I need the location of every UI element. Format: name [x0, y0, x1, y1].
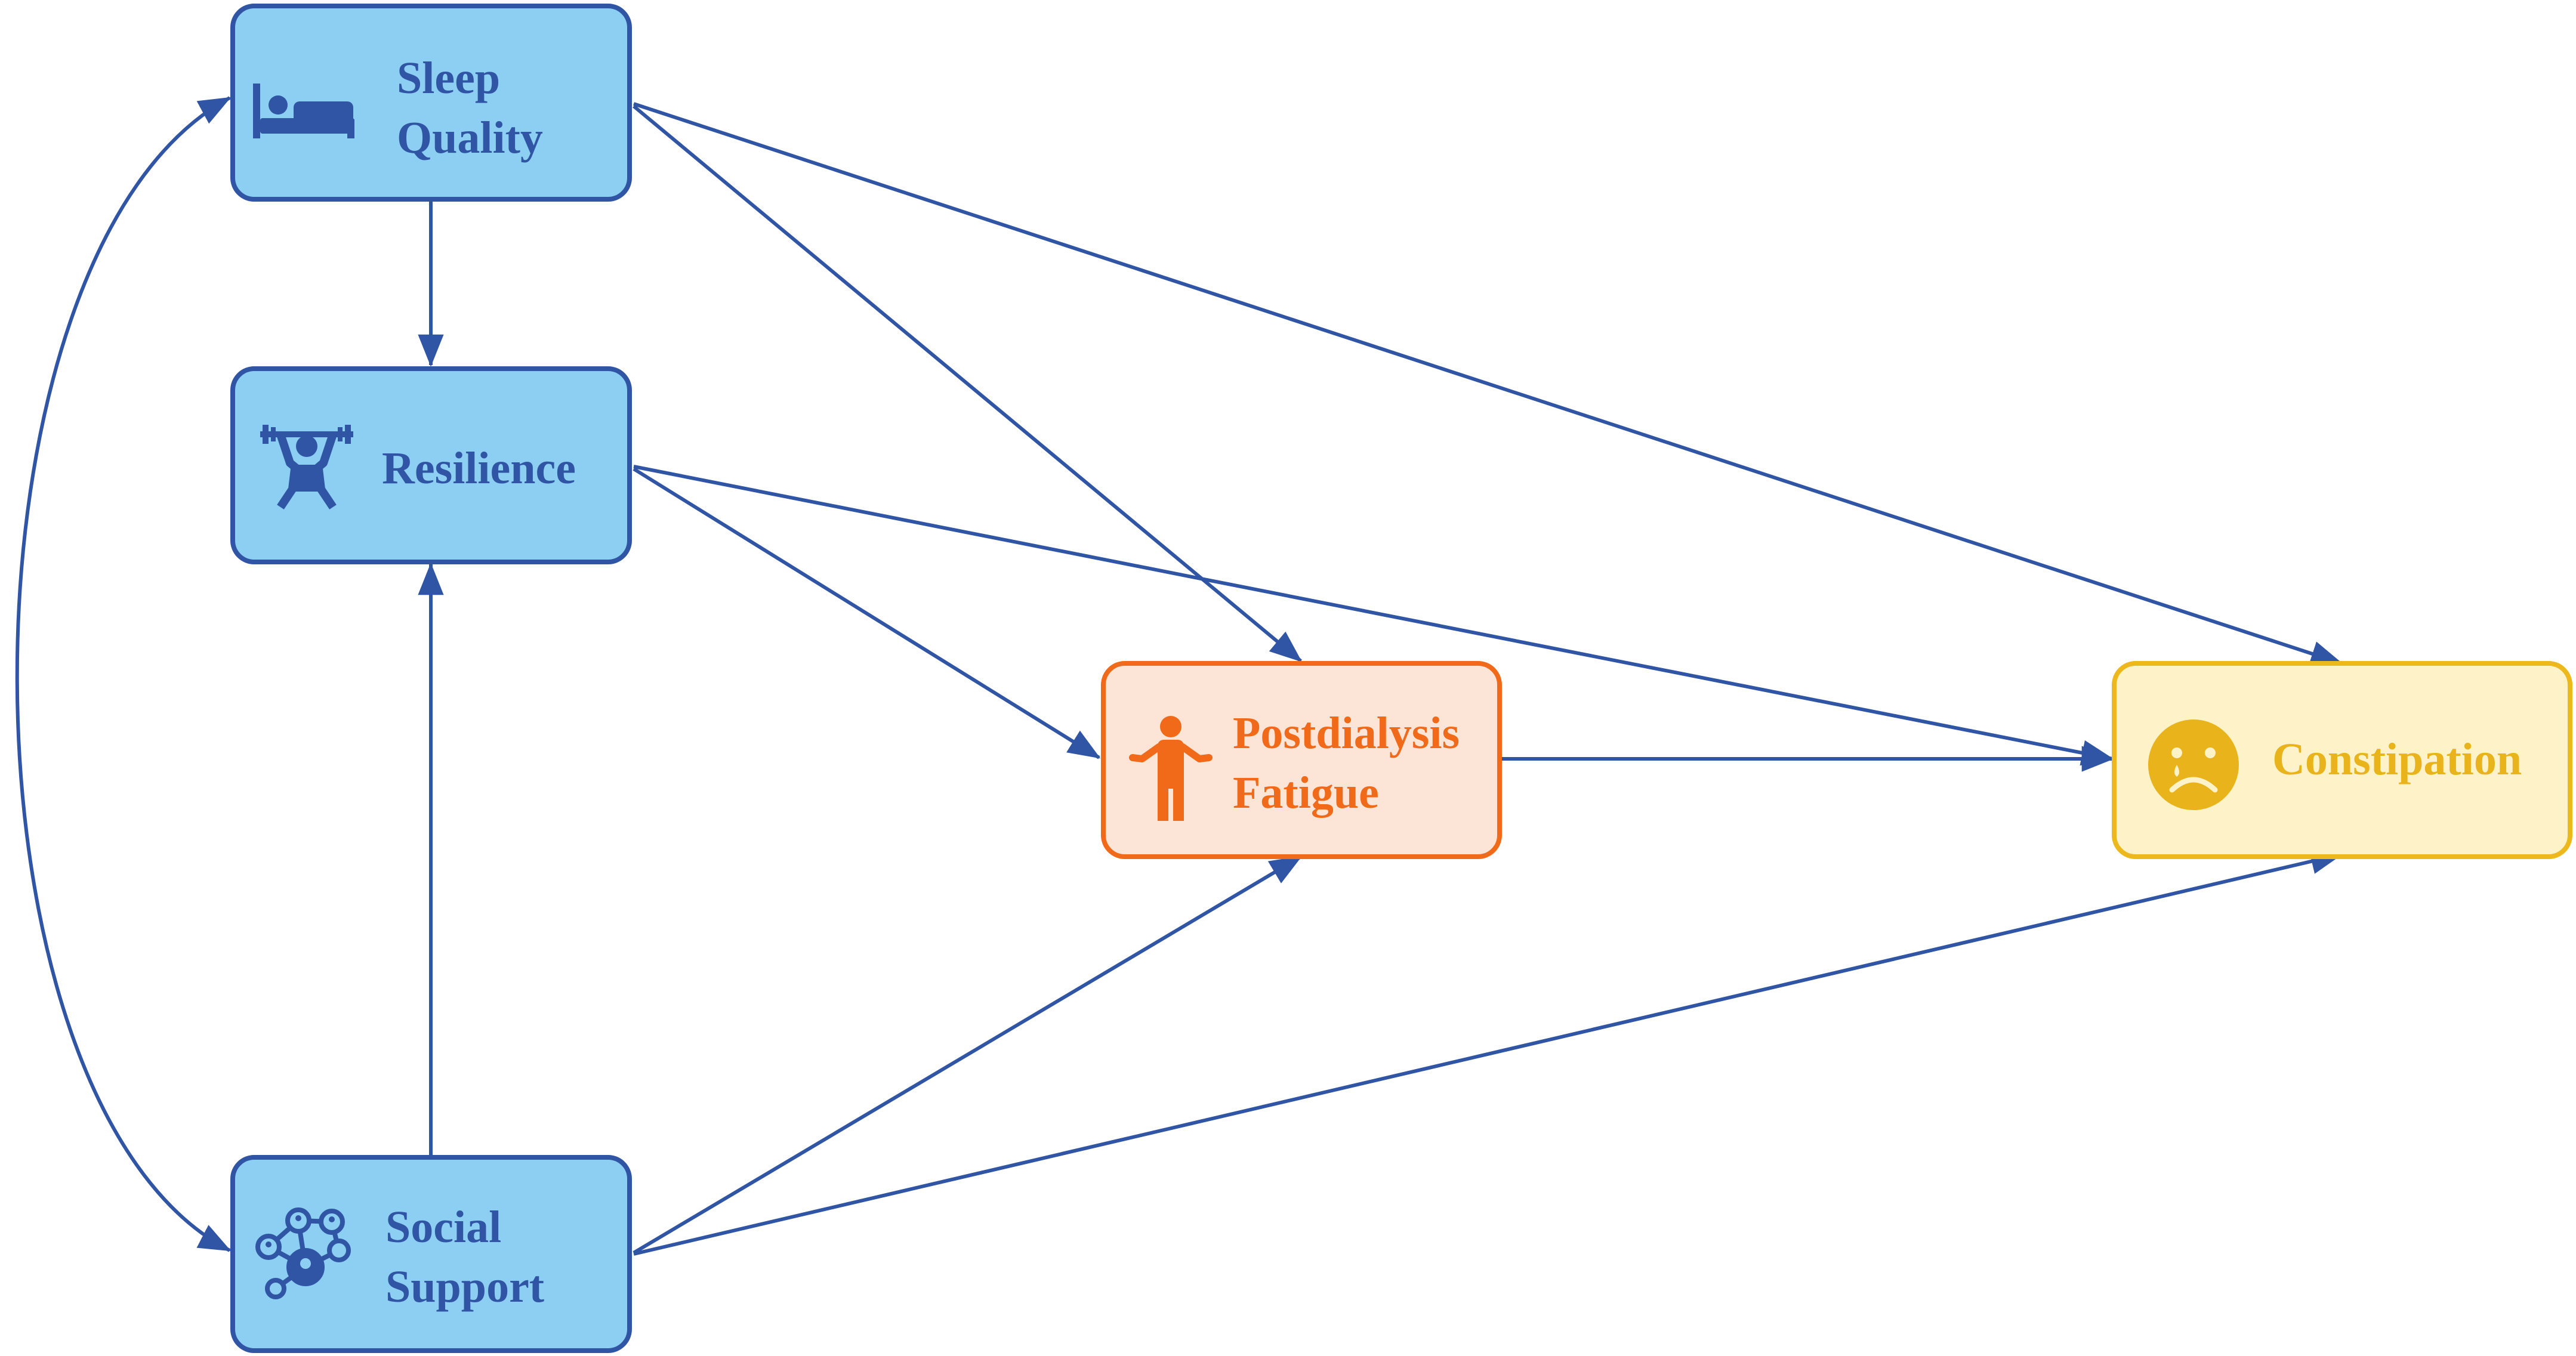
- node-resilience: Resilience: [230, 366, 632, 564]
- node-label-line1: Social: [385, 1202, 501, 1252]
- edge-sleep-to-fatigue: [633, 104, 1303, 663]
- node-sleep-quality: Sleep Quality: [230, 4, 632, 202]
- node-box: [230, 366, 632, 564]
- node-constipation: Constipation: [2112, 661, 2572, 859]
- edges: [15, 96, 2343, 1256]
- weightlifting-icon: [260, 425, 353, 509]
- node-label-line1: Sleep: [397, 53, 500, 103]
- edge-social-to-constipation: [633, 848, 2343, 1256]
- node-box: [1101, 661, 1502, 859]
- node-label-line1: Postdialysis: [1233, 708, 1460, 758]
- edge-resilience-to-constipation: [633, 465, 2114, 766]
- node-social-support: Social Support: [230, 1155, 632, 1353]
- edge-social-to-fatigue: [633, 855, 1303, 1255]
- shrugging-person-icon: [1129, 716, 1213, 821]
- node-box: [2112, 661, 2572, 859]
- node-label-line2: Support: [385, 1262, 544, 1312]
- node-box: [230, 1155, 632, 1353]
- edge-sleep-social-correlation: [15, 96, 232, 1252]
- node-label: Constipation: [2272, 734, 2522, 784]
- node-postdialysis-fatigue: Postdialysis Fatigue: [1101, 661, 1502, 859]
- node-label-line2: Quality: [397, 113, 543, 163]
- sad-face-icon: [2148, 719, 2239, 810]
- node-box: [230, 4, 632, 202]
- bed-icon: [253, 84, 354, 138]
- node-label: Resilience: [382, 443, 576, 493]
- node-label-line2: Fatigue: [1233, 768, 1379, 818]
- edge-resilience-to-fatigue: [633, 467, 1101, 759]
- edge-sleep-to-constipation: [633, 102, 2343, 666]
- network-people-icon: [255, 1207, 351, 1299]
